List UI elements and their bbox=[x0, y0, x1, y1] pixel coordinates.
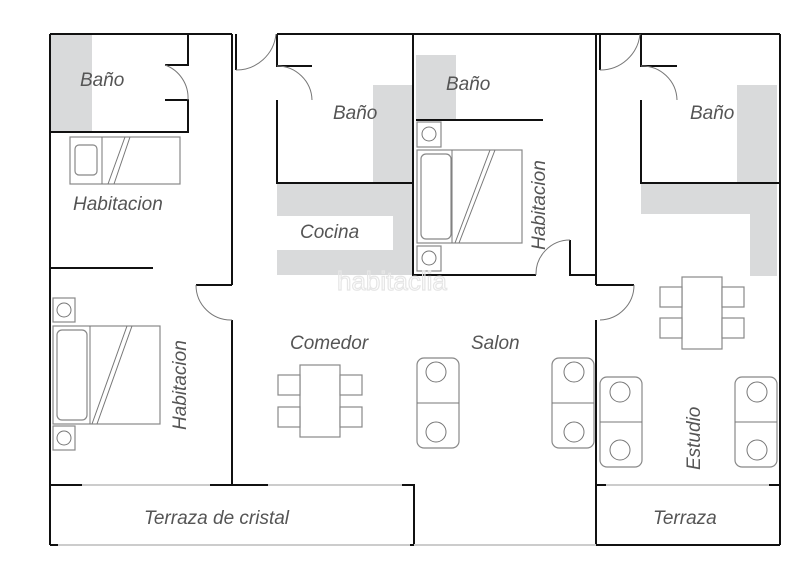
room-label-salon: Salon bbox=[471, 333, 520, 354]
single-bed bbox=[69, 136, 181, 185]
sofas bbox=[416, 357, 778, 468]
double-bed-left bbox=[52, 297, 161, 451]
room-label-habitacion-2: Habitacion bbox=[170, 340, 191, 430]
room-label-terraza: Terraza bbox=[653, 508, 717, 529]
room-label-bano-4: Baño bbox=[690, 103, 734, 124]
dining-table-estudio bbox=[659, 276, 745, 350]
room-label-estudio: Estudio bbox=[684, 407, 705, 470]
room-label-habitacion-3: Habitacion bbox=[529, 160, 550, 250]
room-label-cocina: Cocina bbox=[300, 222, 359, 243]
fixtures bbox=[50, 35, 777, 276]
walls bbox=[49, 33, 781, 546]
dining-table-comedor bbox=[277, 364, 363, 438]
room-label-terraza-cristal: Terraza de cristal bbox=[144, 508, 290, 529]
room-label-bano-1: Baño bbox=[80, 70, 124, 91]
doors bbox=[164, 33, 678, 321]
room-label-comedor: Comedor bbox=[290, 333, 369, 354]
double-bed-center bbox=[416, 121, 523, 272]
room-label-habitacion-1: Habitacion bbox=[73, 194, 163, 215]
room-label-bano-2: Baño bbox=[333, 103, 377, 124]
watermark: habitaclia bbox=[337, 266, 447, 296]
glass-walls bbox=[58, 484, 769, 546]
room-label-bano-3: Baño bbox=[446, 74, 490, 95]
